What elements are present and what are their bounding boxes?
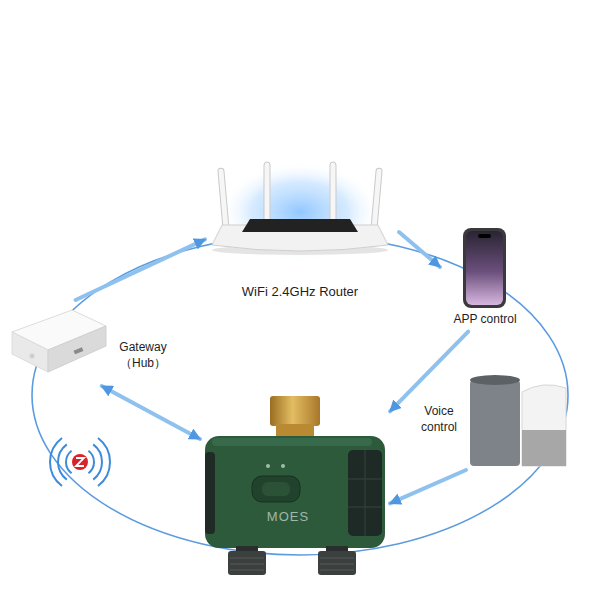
outlet-thread	[230, 558, 354, 570]
router-node: WiFi 2.4GHz Router	[205, 158, 399, 306]
gateway-node: Gateway （Hub）	[6, 300, 180, 386]
home-fabric	[522, 430, 566, 466]
wave-arc	[50, 438, 62, 486]
echo-top	[470, 375, 520, 385]
outlet-fitting	[228, 551, 266, 575]
signal-arrow	[76, 239, 205, 300]
router-antenna	[264, 162, 270, 228]
node-label: Gateway （Hub）	[110, 340, 176, 371]
valve-body	[205, 436, 385, 548]
signal-arrow	[102, 386, 200, 439]
solar-grid	[348, 450, 382, 536]
echo-speaker	[470, 380, 520, 466]
gateway-button	[30, 354, 35, 359]
button-face	[262, 482, 290, 496]
gateway-port	[74, 347, 84, 354]
home-speaker	[522, 385, 566, 466]
gateway-illustration	[12, 310, 106, 372]
node-label: WiFi 2.4GHz Router	[205, 284, 395, 301]
gateway-side	[12, 332, 48, 372]
phone-island	[478, 234, 491, 238]
wave-arc	[58, 444, 67, 479]
phone-node: APP control	[440, 224, 534, 332]
valve-cap	[205, 452, 215, 534]
signal-arrow	[390, 470, 466, 503]
wave-arc	[98, 438, 110, 486]
outlet-fitting	[318, 551, 356, 575]
speaker-illustration	[470, 375, 566, 466]
wave-arc	[88, 451, 94, 473]
node-label: MOES	[250, 509, 326, 526]
valve-button	[252, 476, 300, 502]
gateway-side	[48, 326, 106, 372]
brass-inlet	[270, 396, 320, 426]
status-led	[281, 464, 285, 468]
node-label: APP control	[440, 312, 530, 328]
valve-node: MOES	[200, 393, 390, 577]
speaker-node: Voice control	[410, 366, 570, 470]
phone-illustration	[463, 228, 506, 308]
router-illustration	[212, 162, 388, 262]
phone-screen	[466, 231, 503, 305]
node-label: Voice control	[412, 404, 466, 435]
wave-arc	[93, 444, 102, 479]
zigbee-symbol	[50, 438, 110, 486]
zigbee-mark	[76, 458, 84, 466]
wave-arc	[66, 451, 72, 473]
valve-illustration	[205, 396, 385, 575]
signal-arrow	[399, 232, 440, 267]
valve-highlight	[212, 438, 372, 446]
router-antenna	[330, 162, 336, 228]
router-top	[242, 219, 358, 232]
phone-frame	[463, 228, 506, 308]
zigbee-badge	[72, 454, 88, 470]
signal-arrow	[390, 332, 468, 412]
solar-panel	[348, 450, 382, 536]
status-led	[266, 464, 270, 468]
